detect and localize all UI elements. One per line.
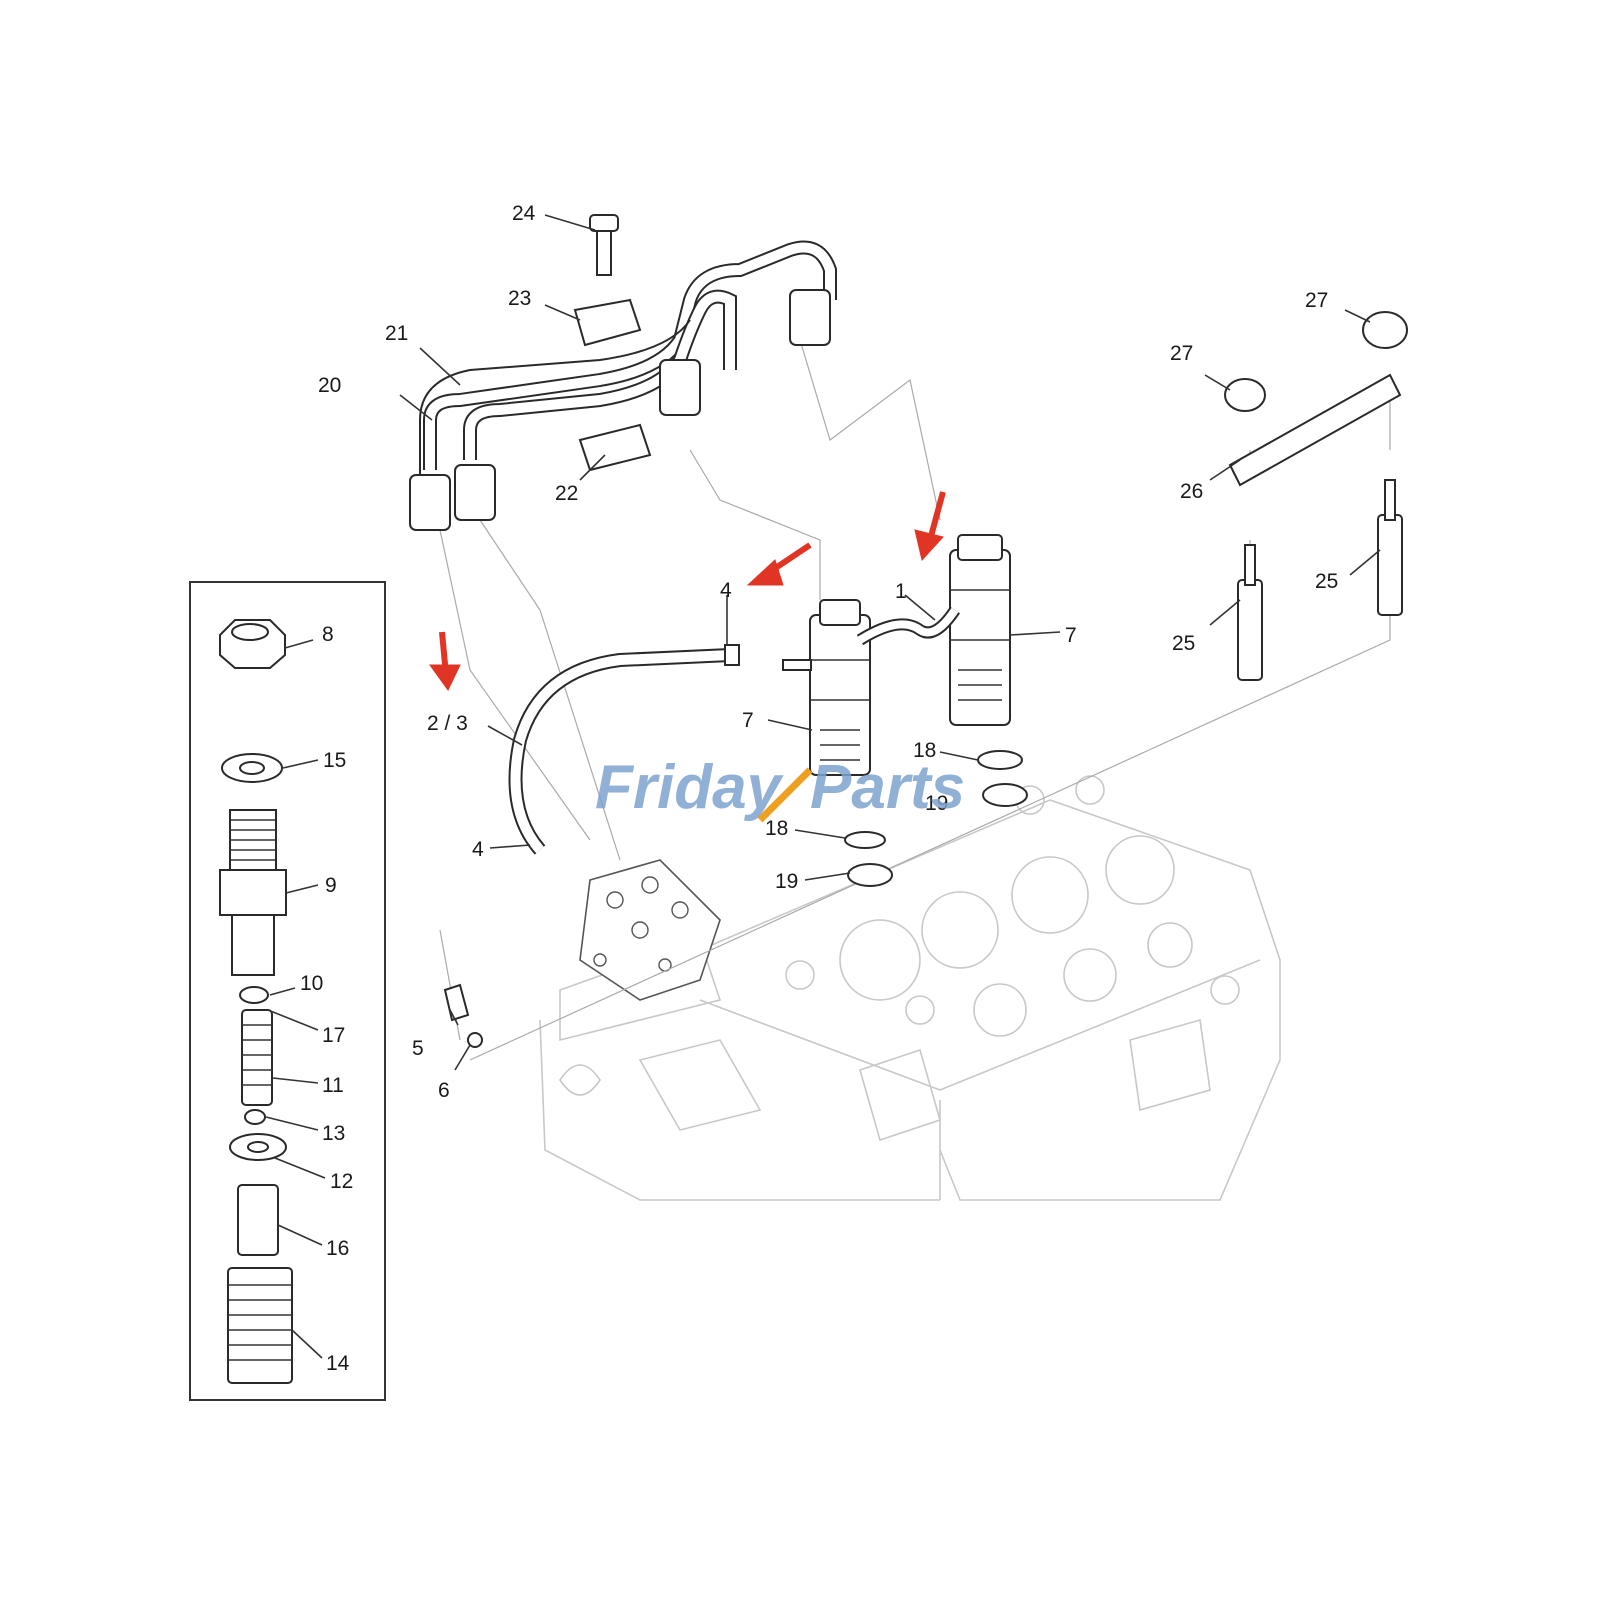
callout-18-left: 18 [765, 817, 788, 840]
pipe-clamps [573, 214, 652, 472]
callout-23: 23 [508, 287, 531, 310]
callout-15: 15 [323, 749, 346, 772]
callout-5: 5 [412, 1037, 424, 1060]
callout-26: 26 [1180, 480, 1203, 503]
leak-off-pipes [508, 606, 960, 855]
callout-6: 6 [438, 1079, 450, 1102]
callout-25-right: 25 [1315, 570, 1338, 593]
nozzle-exploded-view [189, 581, 386, 1401]
callout-19-right: 19 [925, 792, 948, 815]
callout-9: 9 [325, 874, 337, 897]
callout-labels: 8 15 9 10 17 11 13 12 16 14 20 21 22 23 … [300, 202, 1338, 1375]
callout-2-3: 2 / 3 [427, 712, 468, 735]
watermark-accent-icon [757, 767, 813, 823]
engine-block [539, 775, 1281, 1201]
callout-4-bottom: 4 [472, 838, 484, 861]
red-arrow-right [914, 491, 946, 562]
callout-17: 17 [322, 1024, 345, 1047]
callout-8: 8 [322, 623, 334, 646]
watermark-logo: Friday Parts [595, 753, 965, 823]
callout-leaders [265, 214, 1381, 1359]
callout-7-left: 7 [742, 709, 754, 732]
callout-10: 10 [300, 972, 323, 995]
callout-22: 22 [555, 482, 578, 505]
callout-16: 16 [326, 1237, 349, 1260]
red-arrow-left [429, 631, 461, 691]
callout-27-left: 27 [1170, 342, 1193, 365]
callout-24: 24 [512, 202, 536, 225]
callout-13: 13 [322, 1122, 345, 1145]
watermark-text-right: Parts [810, 753, 965, 822]
watermark-text-left: Friday [595, 753, 785, 822]
callout-27-right: 27 [1305, 289, 1328, 312]
glow-plug-assembly [1224, 311, 1408, 681]
callout-12: 12 [330, 1170, 353, 1193]
highlight-arrows [429, 491, 946, 691]
callout-18-right: 18 [913, 739, 936, 762]
callout-7-right: 7 [1065, 624, 1077, 647]
callout-11: 11 [322, 1074, 344, 1097]
callout-1: 1 [895, 580, 907, 603]
clip-and-screw [443, 983, 483, 1048]
callout-25-left: 25 [1172, 632, 1195, 655]
callout-4-top: 4 [720, 579, 732, 602]
callout-21: 21 [385, 322, 408, 345]
washers [844, 750, 1028, 887]
red-arrow-middle [746, 542, 812, 586]
callout-20: 20 [318, 374, 341, 397]
callout-14: 14 [326, 1352, 350, 1375]
injector-nozzles [809, 534, 1011, 776]
injection-pipes [409, 240, 837, 531]
callout-19-left: 19 [775, 870, 798, 893]
